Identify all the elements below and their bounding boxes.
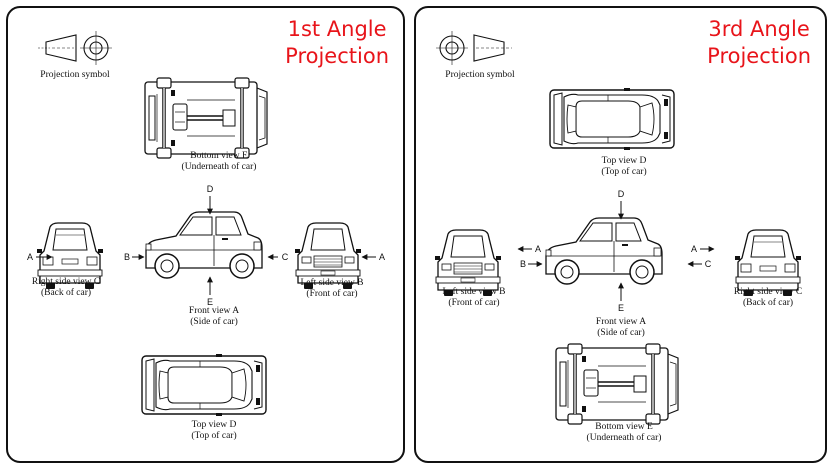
title-line1: 3rd Angle xyxy=(708,17,810,41)
bottom-view-drawing xyxy=(143,76,269,160)
title-line2: Projection xyxy=(707,44,811,68)
third-angle-panel: 3rd Angle Projection Projection symbol T… xyxy=(414,6,827,463)
projection-symbol-icon xyxy=(37,30,113,66)
top-view-caption: Top view D (Top of car) xyxy=(601,156,647,177)
arrow-label-c: C xyxy=(281,252,289,262)
panel-title: 1st Angle Projection xyxy=(285,16,389,70)
projection-symbol-caption: Projection symbol xyxy=(445,70,515,80)
right-side-view-caption: Right side view C (Back of car) xyxy=(31,277,101,298)
projection-symbol-caption: Projection symbol xyxy=(40,70,110,80)
arrow-label-b: B xyxy=(123,252,131,262)
side-view-drawing xyxy=(145,211,263,279)
arrow-label-e: E xyxy=(617,303,625,313)
first-angle-panel: 1st Angle Projection Projection symbol B… xyxy=(6,6,405,463)
projection-symbol-icon xyxy=(435,30,513,66)
third-angle-drawing xyxy=(434,30,802,426)
arrow-label-a-left: A xyxy=(26,252,34,262)
arrow-label-a-left: A xyxy=(534,244,542,254)
bottom-view-caption: Bottom view E (Underneath of car) xyxy=(586,422,662,443)
title-line1: 1st Angle xyxy=(287,17,387,41)
arrow-label-c: C xyxy=(704,259,712,269)
front-view-caption: Front view A (Side of car) xyxy=(188,306,240,327)
first-angle-drawing xyxy=(36,30,376,417)
top-view-caption: Top view D (Top of car) xyxy=(191,420,237,441)
top-view-drawing xyxy=(141,353,267,417)
side-view-drawing xyxy=(545,217,663,285)
top-view-drawing xyxy=(549,87,675,151)
panel-title: 3rd Angle Projection xyxy=(707,16,811,70)
arrow-label-a-right: A xyxy=(690,244,698,254)
arrow-label-b: B xyxy=(519,259,527,269)
arrow-label-d: D xyxy=(617,189,625,199)
arrow-label-a-right: A xyxy=(378,252,386,262)
left-side-view-caption: Left side view B (Front of car) xyxy=(442,287,506,308)
right-side-view-caption: Right side view C (Back of car) xyxy=(733,287,803,308)
arrow-label-d: D xyxy=(206,184,214,194)
left-side-view-caption: Left side view B (Front of car) xyxy=(300,278,364,299)
arrow-label-e: E xyxy=(206,297,214,307)
bottom-view-caption: Bottom view E (Underneath of car) xyxy=(181,151,257,172)
bottom-view-drawing xyxy=(554,342,680,426)
front-view-caption: Front view A (Side of car) xyxy=(595,317,647,338)
title-line2: Projection xyxy=(285,44,389,68)
